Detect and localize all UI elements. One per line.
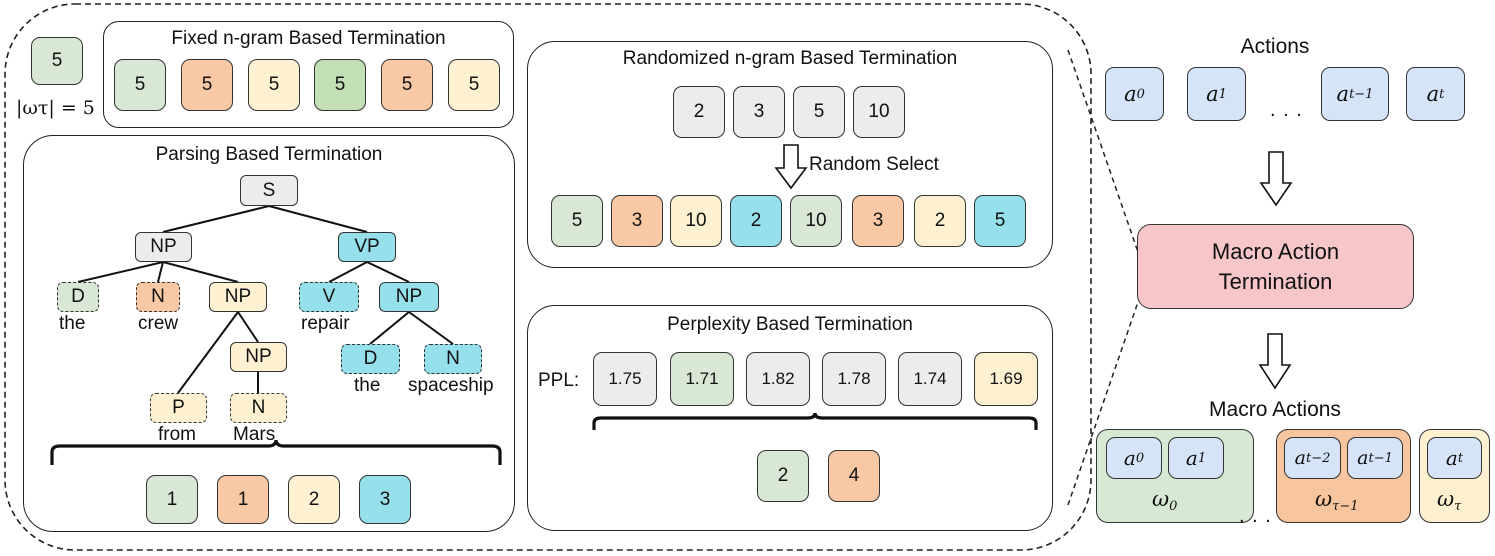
- tree-word: from: [158, 424, 196, 445]
- fixed-box: 5: [114, 59, 166, 111]
- tree-node: N: [136, 282, 180, 312]
- fixed-box: 5: [248, 59, 300, 111]
- random-box: 2: [730, 195, 782, 247]
- tree-node: N: [424, 344, 482, 374]
- parsing-result-box: 3: [359, 475, 411, 524]
- fixed-box: 5: [314, 59, 366, 111]
- macro-label: ω0: [1152, 487, 1178, 514]
- fixed-box: 5: [448, 59, 500, 111]
- random-box: 10: [670, 195, 722, 247]
- ppl-label: PPL:: [538, 370, 580, 391]
- tree-node: N: [230, 393, 287, 423]
- tree-node: NP: [230, 342, 287, 372]
- ppl-box: 1.74: [898, 352, 962, 406]
- ppl-box: 1.69: [974, 352, 1038, 406]
- tree-word: the: [354, 375, 381, 396]
- random-box: 5: [551, 195, 603, 247]
- random-box: 3: [852, 195, 904, 247]
- random-box: 3: [611, 195, 663, 247]
- tree-word: Mars: [233, 424, 276, 445]
- candidate-box: 2: [673, 86, 725, 138]
- macro-ellipsis: . . .: [1239, 505, 1272, 527]
- macro-label: ωτ: [1437, 487, 1462, 514]
- ppl-box: 1.82: [746, 352, 810, 406]
- perplexity-title: Perplexity Based Termination: [667, 314, 913, 335]
- ppl-box: 1.75: [593, 352, 657, 406]
- actions-ellipsis: . . .: [1270, 99, 1303, 121]
- tree-node: D: [341, 344, 400, 374]
- dashed-region: [4, 3, 1092, 551]
- ppl-result-box: 2: [757, 450, 809, 502]
- tree-node: P: [150, 393, 207, 423]
- random-box: 5: [974, 195, 1026, 247]
- macro-action-termination-box: Macro Action Termination: [1137, 224, 1414, 309]
- tree-node: S: [240, 175, 298, 206]
- random-select-label: Random Select: [809, 154, 939, 175]
- candidate-box: 10: [853, 86, 905, 138]
- random-box: 10: [790, 195, 842, 247]
- down-arrow-icon: [1259, 151, 1293, 207]
- random-box: 2: [914, 195, 966, 247]
- tree-word: repair: [301, 313, 350, 334]
- parsing-title: Parsing Based Termination: [155, 144, 383, 165]
- parsing-result-box: 2: [288, 475, 340, 524]
- fixed-panel: Fixed n-gram Based Termination: [103, 21, 514, 128]
- tree-word: the: [59, 313, 86, 334]
- fixed-box: 5: [181, 59, 233, 111]
- fixed-box: 5: [381, 59, 433, 111]
- tree-node: NP: [379, 282, 439, 312]
- parsing-panel: Parsing Based Termination: [23, 135, 515, 532]
- tree-node: VP: [338, 232, 396, 262]
- legend-box: 5: [31, 37, 83, 85]
- ppl-box: 1.78: [822, 352, 886, 406]
- candidate-box: 5: [793, 86, 845, 138]
- fixed-title: Fixed n-gram Based Termination: [171, 28, 446, 49]
- tree-node: NP: [209, 282, 267, 312]
- ppl-box: 1.71: [670, 352, 734, 406]
- randomized-title: Randomized n-gram Based Termination: [622, 48, 958, 69]
- actions-title: Actions: [1240, 35, 1310, 58]
- parsing-result-box: 1: [146, 475, 198, 524]
- down-arrow-icon: [1258, 333, 1292, 390]
- tree-word: spaceship: [408, 375, 494, 396]
- tree-node: NP: [135, 232, 192, 262]
- tree-word: crew: [138, 313, 179, 334]
- parsing-result-box: 1: [217, 475, 269, 524]
- candidate-box: 3: [733, 86, 785, 138]
- tree-node: V: [299, 282, 359, 312]
- ppl-result-box: 4: [828, 450, 880, 502]
- tree-node: D: [57, 282, 99, 312]
- macro-actions-title: Macro Actions: [1209, 398, 1341, 421]
- macro-label: ωτ−1: [1315, 487, 1359, 514]
- legend-caption: |ωτ| = 5: [16, 97, 95, 119]
